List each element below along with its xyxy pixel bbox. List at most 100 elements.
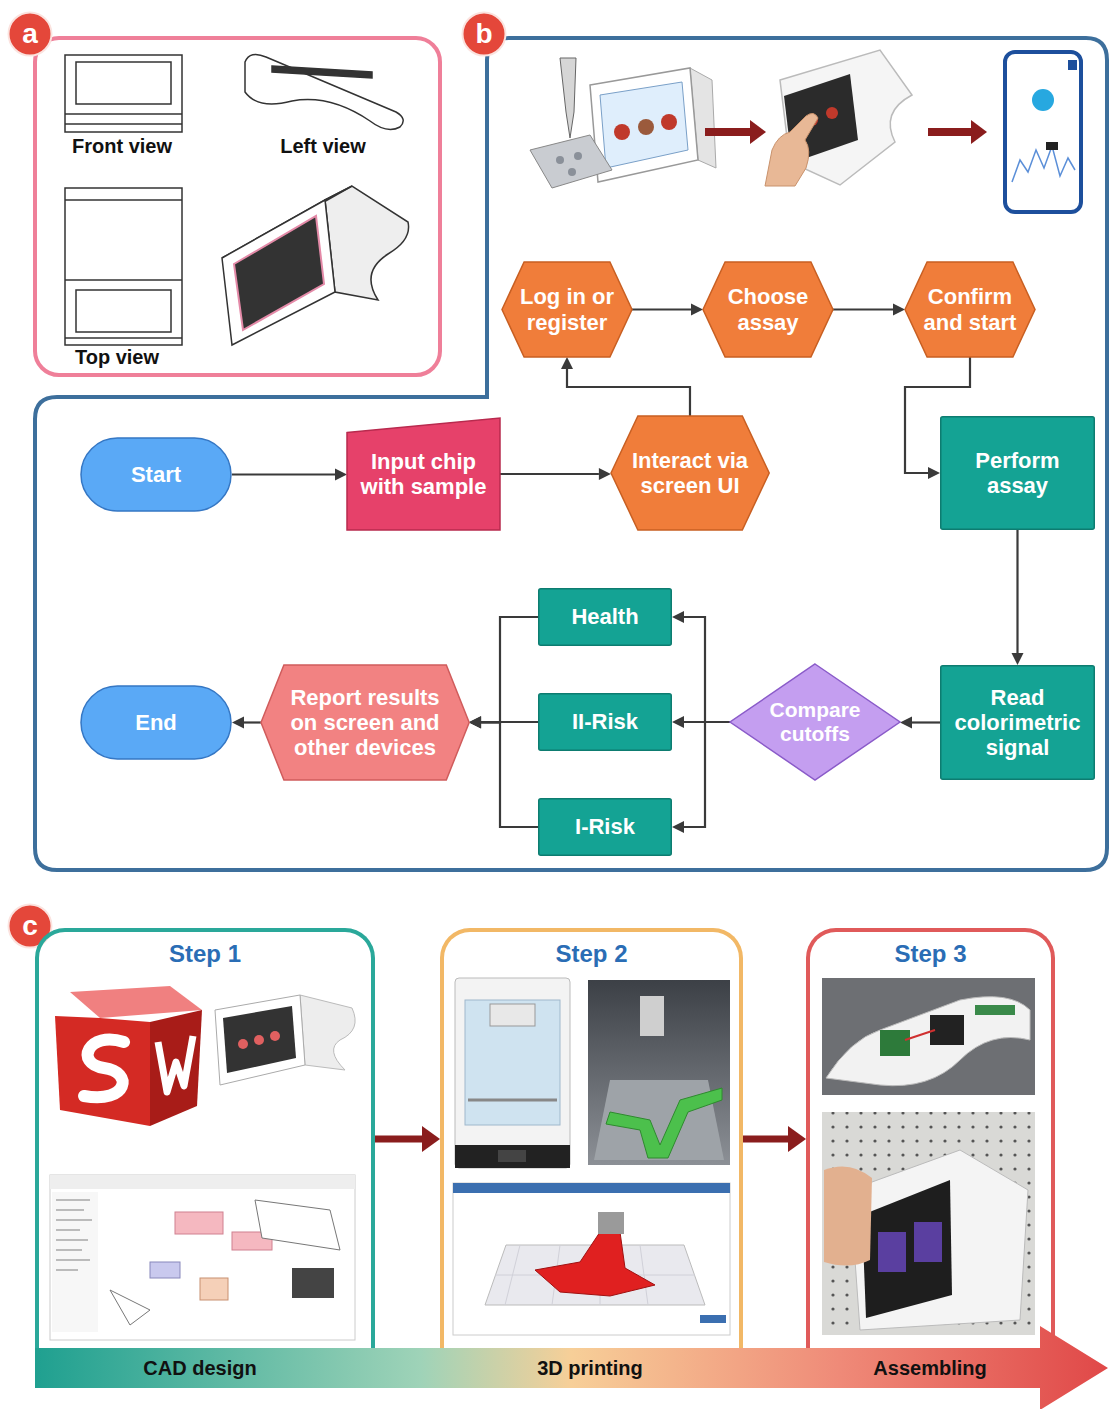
step-box: Step 2 (440, 928, 743, 1350)
arrow-head (469, 717, 481, 729)
process-box-shape (941, 666, 1095, 780)
left-view-drawing (245, 54, 403, 129)
arrow-head (928, 467, 940, 479)
flow-connector (900, 717, 940, 729)
result-box: I-Risk (538, 798, 672, 856)
flow-connector (833, 304, 905, 316)
arrow-head (900, 717, 912, 729)
panel-a-frame (35, 38, 440, 375)
view-label: Top view (75, 346, 159, 369)
decision-diamond-shape (730, 664, 900, 780)
arrow-head (672, 716, 684, 728)
process-hexagon: Choose assay (703, 262, 833, 357)
connector-line (743, 1136, 788, 1143)
connector-line (684, 617, 730, 722)
touch-device-illustration (765, 50, 912, 186)
step-arrow (743, 1126, 806, 1152)
arrow-head (672, 821, 684, 833)
step-title: Step 2 (555, 940, 627, 968)
device-with-chip-illustration (530, 58, 716, 188)
arrow-head (422, 1126, 440, 1152)
arrow-head (893, 304, 905, 316)
flow-connector (469, 716, 538, 728)
arrow-head (1012, 653, 1024, 665)
arrow-head (561, 357, 573, 369)
result-box-text: Health (548, 604, 662, 629)
process-hexagon-shape (611, 416, 769, 530)
connector-line (481, 617, 538, 723)
panel-badge-text: c (9, 910, 51, 942)
result-box-shape (539, 589, 672, 646)
connector-line (375, 1136, 422, 1143)
input-box-text: Input chip with sample (357, 449, 490, 500)
phone-illustration (1005, 52, 1081, 212)
flow-connector (632, 304, 703, 316)
input-box: Input chip with sample (347, 418, 500, 530)
connector-line (481, 723, 538, 828)
panel-badge: b (461, 11, 507, 57)
process-hexagon-text: Confirm and start (918, 284, 1022, 335)
process-hexagon: Confirm and start (905, 262, 1035, 357)
panel-badge-text: a (9, 18, 51, 50)
result-box-text: II-Risk (548, 709, 662, 734)
result-box: II-Risk (538, 693, 672, 751)
panel-badge-shape (9, 905, 52, 948)
3d-printer (455, 978, 570, 1168)
process-hexagon: Interact via screen UI (611, 416, 769, 530)
arrow-head (599, 468, 611, 480)
terminal-box-shape (81, 438, 231, 511)
flow-connector (500, 468, 611, 480)
panel-badge: c (7, 903, 53, 949)
result-box-shape (539, 694, 672, 751)
step-title: Step 1 (169, 940, 241, 968)
band-label: CAD design (100, 1357, 300, 1380)
flow-connector (1012, 530, 1024, 665)
isometric-device-drawing (222, 186, 409, 345)
arrow-head (691, 304, 703, 316)
band-shape (35, 1326, 1108, 1409)
process-box: Perform assay (940, 416, 1095, 530)
flow-connector (469, 717, 538, 828)
process-hexagon-text: Log in or register (515, 284, 619, 335)
panel-badge-shape (9, 13, 52, 56)
connector-line (1016, 530, 1018, 653)
process-box: Read colorimetric signal (940, 665, 1095, 780)
device-render (215, 995, 355, 1085)
arrow-head (469, 716, 481, 728)
arrow-head (335, 469, 347, 481)
panel-badge-shape (463, 13, 506, 56)
terminal-box: Start (80, 437, 232, 512)
decision-diamond-text: Compare cutoffs (764, 698, 866, 746)
process-hexagon-text: Interact via screen UI (626, 448, 753, 499)
terminal-box-text: End (103, 710, 210, 735)
top-view-drawing (65, 188, 182, 345)
band-label: Assembling (830, 1357, 1030, 1380)
report-hexagon-text: Report results on screen and other devic… (281, 685, 448, 761)
process-hexagon-shape (905, 262, 1035, 357)
step-arrow (375, 1126, 440, 1152)
flow-connector (232, 469, 347, 481)
process-hexagon-shape (703, 262, 833, 357)
result-box-shape (539, 799, 672, 856)
printing-photo (588, 980, 730, 1165)
input-box-shape (347, 418, 500, 530)
terminal-box: End (80, 685, 232, 760)
assembly-photo (822, 978, 1035, 1095)
connector-line (244, 721, 261, 723)
view-label: Front view (72, 135, 172, 158)
process-hexagon-shape (502, 262, 632, 357)
cad-screenshot (50, 1175, 355, 1340)
arrow-head (672, 611, 684, 623)
process-hexagon-text: Choose assay (716, 284, 820, 335)
connector-line (500, 473, 599, 475)
result-box: Health (538, 588, 672, 646)
connector-line (232, 473, 335, 475)
connector-line (684, 722, 730, 827)
process-band: CAD design3D printingAssembling (35, 1326, 1108, 1409)
terminal-box-shape (81, 686, 231, 759)
decision-diamond: Compare cutoffs (730, 664, 900, 780)
step-box: Step 1 (35, 928, 375, 1350)
arrow-head (788, 1126, 806, 1152)
connector-line (632, 308, 691, 310)
